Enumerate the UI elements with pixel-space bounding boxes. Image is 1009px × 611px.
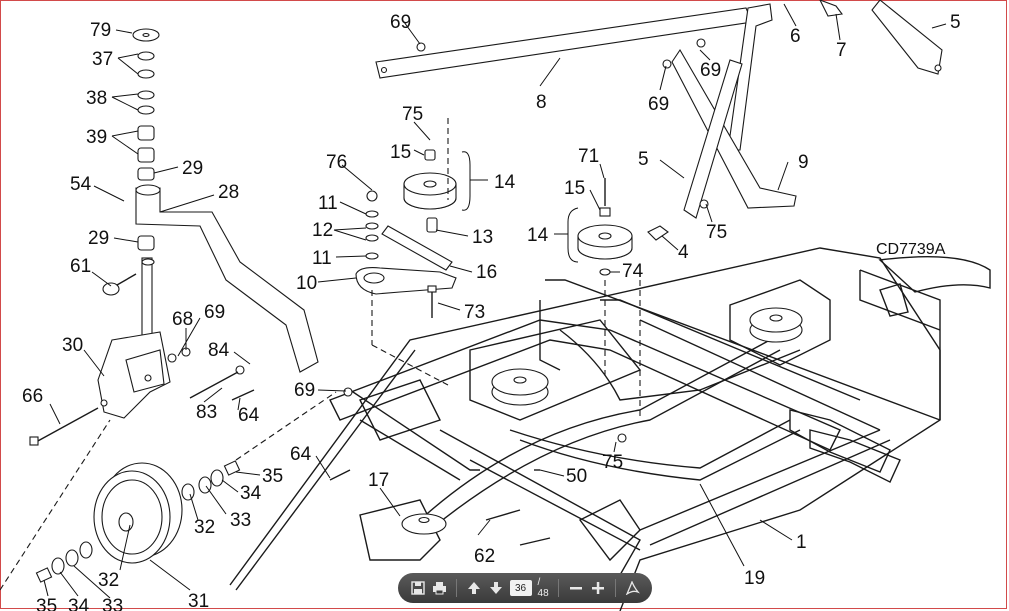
callout-33a: 33 — [230, 510, 251, 531]
callout-62: 62 — [474, 546, 495, 567]
callout-31: 31 — [188, 591, 209, 611]
callout-71: 71 — [578, 146, 599, 167]
callout-11a: 11 — [318, 193, 338, 214]
callout-32b: 32 — [98, 570, 119, 591]
print-icon[interactable] — [432, 577, 448, 599]
callout-35b: 35 — [36, 596, 57, 611]
callout-15a: 15 — [390, 142, 411, 163]
leader-lines — [43, 3, 947, 599]
callout-19: 19 — [744, 568, 765, 589]
callout-5b: 5 — [950, 12, 961, 33]
callout-75a: 75 — [402, 104, 423, 125]
callout-75b: 75 — [706, 222, 727, 243]
callout-10: 10 — [296, 273, 317, 294]
callout-30: 30 — [62, 335, 83, 356]
callout-29b: 29 — [88, 228, 109, 249]
callout-34b: 34 — [68, 596, 90, 611]
toolbar-separator — [614, 579, 616, 597]
callout-32a: 32 — [194, 517, 215, 538]
callout-83: 83 — [196, 402, 217, 423]
callout-9: 9 — [798, 152, 809, 173]
callout-68: 68 — [172, 309, 193, 330]
toolbar-separator — [456, 579, 458, 597]
callout-6: 6 — [790, 26, 801, 47]
idler-assembly — [355, 118, 457, 386]
callout-74: 74 — [622, 261, 644, 282]
caster-stack — [29, 28, 319, 446]
callout-labels: 79 37 38 39 29 54 28 29 61 30 68 69 84 6… — [22, 12, 961, 611]
arrow-down-icon[interactable] — [488, 577, 504, 599]
callout-13: 13 — [472, 227, 493, 248]
page-number-input[interactable] — [509, 580, 532, 596]
callout-12: 12 — [312, 220, 333, 241]
callout-17: 17 — [368, 470, 389, 491]
callout-4: 4 — [678, 242, 689, 263]
callout-29a: 29 — [182, 158, 203, 179]
callout-33b: 33 — [102, 596, 123, 611]
callout-28: 28 — [218, 182, 239, 203]
callout-66: 66 — [22, 386, 43, 407]
save-icon[interactable] — [410, 577, 426, 599]
callout-8: 8 — [536, 92, 547, 113]
callout-69b: 69 — [294, 380, 315, 401]
callout-79: 79 — [90, 20, 111, 41]
acrobat-icon[interactable] — [624, 577, 640, 599]
minus-icon[interactable] — [568, 577, 584, 599]
callout-61: 61 — [70, 256, 91, 277]
pdf-viewer-toolbar: / 48 — [398, 573, 652, 603]
callout-37: 37 — [92, 49, 113, 70]
diagram-code: CD7739A — [876, 241, 946, 258]
toolbar-separator — [558, 579, 560, 597]
callout-11b: 11 — [312, 248, 332, 269]
callout-16: 16 — [476, 262, 497, 283]
callout-14b: 14 — [527, 225, 549, 246]
callout-15b: 15 — [564, 178, 585, 199]
callout-84: 84 — [208, 340, 230, 361]
callout-64a: 64 — [238, 405, 260, 426]
callout-73: 73 — [464, 302, 485, 323]
mower-deck — [189, 247, 991, 611]
callout-54: 54 — [70, 174, 92, 195]
callout-69c: 69 — [390, 12, 411, 33]
callout-64b: 64 — [290, 444, 312, 465]
callout-69e: 69 — [700, 60, 721, 81]
callout-1: 1 — [796, 532, 807, 553]
callout-35a: 35 — [262, 466, 283, 487]
page-total: / 48 — [537, 577, 549, 599]
plus-icon[interactable] — [590, 577, 606, 599]
right-pulley — [577, 178, 641, 420]
callout-7: 7 — [836, 40, 847, 61]
callout-14a: 14 — [494, 172, 516, 193]
callout-69d: 69 — [648, 94, 669, 115]
callout-69a: 69 — [204, 302, 225, 323]
callout-76: 76 — [326, 152, 347, 173]
upper-linkage — [375, 0, 943, 241]
arrow-up-icon[interactable] — [466, 577, 482, 599]
callout-50: 50 — [566, 466, 587, 487]
callout-38: 38 — [86, 88, 107, 109]
callout-75c: 75 — [602, 452, 623, 473]
callout-39: 39 — [86, 127, 107, 148]
wheel-assembly — [0, 391, 337, 591]
callout-5a: 5 — [638, 149, 649, 170]
callout-34a: 34 — [240, 483, 262, 504]
